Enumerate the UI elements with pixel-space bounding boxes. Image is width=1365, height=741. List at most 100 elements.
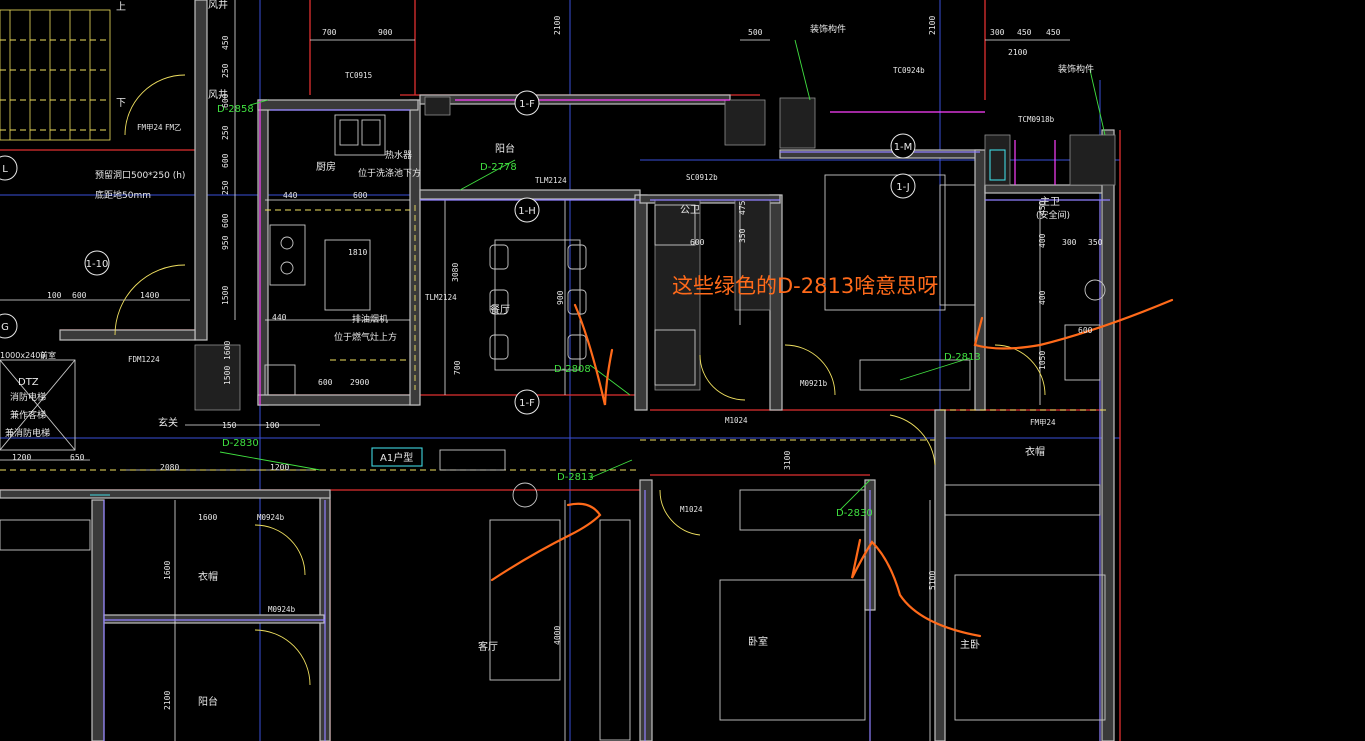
note-water-heater-pos: 位于洗涤池下方 xyxy=(358,167,421,179)
note-apt-type: A1户型 xyxy=(380,451,413,464)
note-elevator-2: 兼作客梯 xyxy=(10,409,46,421)
dimension-text: 900 xyxy=(378,28,393,37)
dimension-text: 1500 xyxy=(221,286,230,305)
dimension-text: 475 xyxy=(738,200,747,215)
dimension-text: 2080 xyxy=(160,463,179,472)
dimension-text: 2900 xyxy=(350,378,369,387)
room-wind-shaft-2: 风井 xyxy=(208,0,228,11)
axis-bubble xyxy=(890,133,916,159)
room-kitchen: 厨房 xyxy=(316,160,336,173)
dimension-text: 2100 xyxy=(553,16,562,35)
dimension-text: 700 xyxy=(453,360,462,375)
dimension-text: 450 xyxy=(1017,28,1032,37)
dimension-text: 4000 xyxy=(553,626,562,645)
green-tag: D-2778 xyxy=(480,162,517,173)
axis-bubble xyxy=(514,389,540,415)
door-code: TC0915 xyxy=(345,71,372,80)
dimension-text: 1810 xyxy=(348,248,367,257)
dimension-text: 1400 xyxy=(140,291,159,300)
door-code: FM乙 xyxy=(165,123,182,132)
dimension-text: 350 xyxy=(738,228,747,243)
dimension-text: 600 xyxy=(1078,326,1093,335)
room-closet-left: 衣帽 xyxy=(198,570,218,583)
dimension-text: 1200 xyxy=(270,463,289,472)
axis-bubble-label: 1-J xyxy=(896,182,909,193)
axis-bubble xyxy=(890,173,916,199)
dimension-text: 950 xyxy=(221,235,230,250)
green-tag: D-2858 xyxy=(217,104,254,115)
axis-bubble xyxy=(0,155,18,181)
door-code: TC0924b xyxy=(893,66,925,75)
axis-bubble-label: 1-M xyxy=(894,142,913,153)
door-code: TLM2124 xyxy=(425,293,457,302)
dimension-text: 300 xyxy=(990,28,1005,37)
room-entrance: 玄关 xyxy=(158,416,178,429)
dimension-text: 700 xyxy=(322,28,337,37)
axis-bubble-label: 1-H xyxy=(518,206,536,217)
dimension-text: 5100 xyxy=(928,571,937,590)
door-code: M0924b xyxy=(268,605,296,614)
room-closet-right: 衣帽 xyxy=(1025,445,1045,458)
green-tag: D-2808 xyxy=(554,364,591,375)
note-dtz-size: 1000x2400 xyxy=(0,351,45,360)
dimension-text: 150 xyxy=(222,421,237,430)
dimension-text: 1600 xyxy=(223,341,232,360)
stair-up: 上 xyxy=(116,1,126,13)
dimension-text: 1600 xyxy=(163,561,172,580)
room-bath-master-note: (安全间) xyxy=(1036,209,1070,221)
axis-bubble-label: 1-F xyxy=(519,398,535,409)
note-elevator-1: 消防电梯 xyxy=(10,391,46,403)
dimension-text: 450 xyxy=(1038,200,1047,215)
dimension-text: 2100 xyxy=(1008,48,1027,57)
green-tag: D-2813 xyxy=(944,352,981,363)
dimension-text: 1500 xyxy=(223,366,232,385)
dimension-text: 1200 xyxy=(12,453,31,462)
note-prefab-1: 预留洞口500*250 (h) xyxy=(95,169,185,181)
dimension-text: 600 xyxy=(72,291,87,300)
door-code: M1024 xyxy=(680,505,703,514)
dimension-text: 350 xyxy=(1088,238,1103,247)
note-prefab-2: 底距地50mm xyxy=(95,189,151,201)
dimension-text: 600 xyxy=(690,238,705,247)
dimension-text: 650 xyxy=(70,453,85,462)
note-gas-pos: 位于燃气灶上方 xyxy=(334,331,397,343)
axis-bubble-label: 1-10 xyxy=(86,259,109,270)
axis-bubble-label: G xyxy=(1,322,9,333)
note-room-id: 前室 xyxy=(40,350,56,360)
green-tag: D-2813 xyxy=(557,472,594,483)
room-wind-shaft-1: 风井 xyxy=(208,88,228,101)
dimension-text: 2100 xyxy=(928,16,937,35)
room-bedroom-master: 主卧 xyxy=(960,638,980,651)
dimension-text: 600 xyxy=(353,191,368,200)
dimension-text: 100 xyxy=(47,291,62,300)
axis-bubble xyxy=(514,90,540,116)
room-balcony-top: 阳台 xyxy=(495,142,515,155)
door-code: TCM0918b xyxy=(1018,115,1055,124)
dimension-text: 440 xyxy=(283,191,298,200)
dimension-text: 600 xyxy=(221,93,230,108)
dimension-text: 400 xyxy=(1038,233,1047,248)
note-decor-right: 装饰构件 xyxy=(1058,63,1094,75)
dimension-text: 450 xyxy=(221,35,230,50)
dimension-text: 500 xyxy=(748,28,763,37)
note-elevator-id: DTZ xyxy=(18,377,39,388)
note-elevator-3: 兼消防电梯 xyxy=(5,427,50,439)
stair-down: 下 xyxy=(116,98,126,109)
dimension-text: 900 xyxy=(556,290,565,305)
note-decor-left: 装饰构件 xyxy=(810,23,846,35)
room-balcony-bottom: 阳台 xyxy=(198,695,218,708)
room-dining: 餐厅 xyxy=(490,303,510,316)
door-code: FM甲24 xyxy=(137,123,163,132)
dimension-text: 600 xyxy=(318,378,333,387)
dimension-text: 600 xyxy=(221,153,230,168)
door-code: M0924b xyxy=(257,513,285,522)
green-tag: D-2830 xyxy=(222,438,259,449)
dimension-text: 300 xyxy=(1062,238,1077,247)
dimension-text: 3080 xyxy=(451,263,460,282)
dimension-text: 100 xyxy=(265,421,280,430)
dimension-text: 600 xyxy=(221,213,230,228)
dimension-text: 2100 xyxy=(163,691,172,710)
dimension-text: 1050 xyxy=(1038,351,1047,370)
door-code: SC0912b xyxy=(686,173,718,182)
